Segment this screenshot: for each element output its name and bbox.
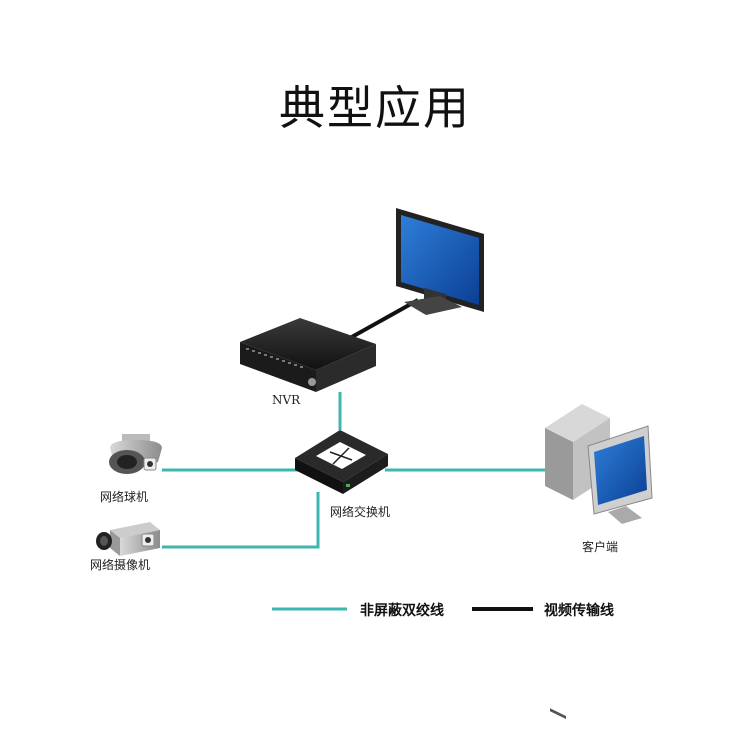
switch-icon <box>295 430 388 494</box>
switch-label: 网络交换机 <box>330 505 391 519</box>
link-box-switch <box>162 492 320 549</box>
dome-camera-icon <box>109 434 162 474</box>
client-label: 客户端 <box>582 540 619 554</box>
dome-camera-label: 网络球机 <box>100 490 149 504</box>
legend-utp-label: 非屏蔽双绞线 <box>360 603 444 619</box>
monitor-icon <box>396 208 484 315</box>
box-camera-label: 网络摄像机 <box>90 558 151 572</box>
nvr-label: NVR <box>272 393 301 407</box>
nvr-icon <box>240 318 376 392</box>
video-link-nvr-monitor <box>349 298 419 340</box>
legend-video-label: 视频传输线 <box>544 603 614 619</box>
utp-links <box>162 392 548 549</box>
box-camera-icon <box>96 522 160 556</box>
client-pc-icon <box>545 404 653 720</box>
page-title: 典型应用 <box>279 81 471 135</box>
